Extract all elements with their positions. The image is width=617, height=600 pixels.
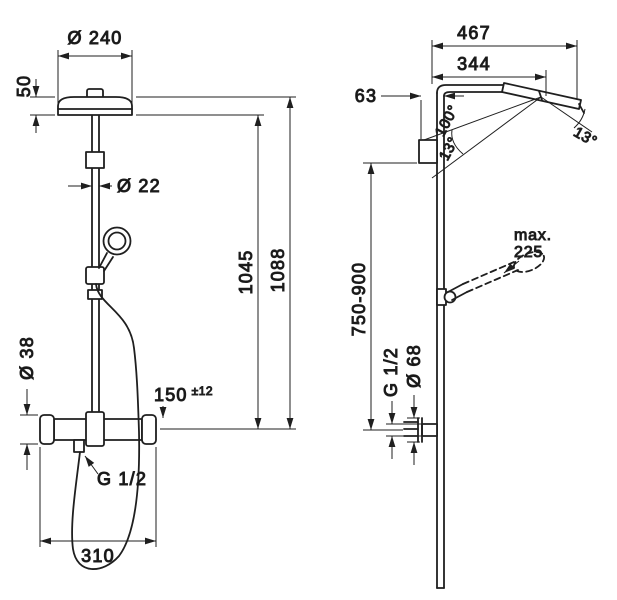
dim-handle-diameter: Ø 38 [17, 336, 38, 470]
dim-supply-spacing-label: 150±12 [154, 384, 213, 405]
dim-mounting-height: 750-900 [349, 162, 417, 431]
dim-top-offset-label: 63 [355, 86, 377, 106]
overhead-shower [57, 96, 133, 116]
dim-reach-arm: 344 [432, 54, 547, 96]
head-pivot-joint [538, 90, 543, 101]
dim-pipe-diameter: Ø 22 [68, 176, 161, 197]
dim-hose-thread-label: G 1/2 [97, 469, 147, 489]
dim-supply-thread: G 1/2 [381, 346, 424, 459]
pipe-joint [85, 151, 105, 169]
front-view: Ø 240 50 Ø 22 1045 1088 [14, 28, 296, 570]
supply-connector [421, 423, 438, 437]
valve-right-handle [141, 414, 157, 445]
dim-max-label: max. [514, 227, 552, 244]
hand-shower [102, 226, 132, 256]
valve-center-block [85, 411, 105, 447]
side-view: 467 344 63 100° 13° 13° max. 225 [349, 23, 600, 589]
dim-head-diameter-label: Ø 240 [67, 28, 122, 48]
dim-max-value: 225 [514, 244, 543, 261]
wall-bracket [418, 139, 438, 164]
dim-reach-total-label: 467 [457, 23, 491, 43]
dim-supply-thread-label: G 1/2 [381, 347, 401, 397]
front-shower-column [39, 88, 157, 570]
dim-height-total-label: 1088 [268, 248, 288, 293]
dim-escutcheon-diameter-label: Ø 68 [404, 344, 424, 388]
dim-handle-diameter-label: Ø 38 [17, 336, 37, 380]
dim-valve-width-label: 310 [81, 546, 115, 566]
rail-collar [87, 289, 103, 300]
dim-hose-thread: G 1/2 [84, 455, 147, 490]
dim-valve-width: 310 [39, 447, 157, 567]
shower-hose [71, 283, 141, 570]
slider-holder [85, 266, 105, 285]
dim-max-reach: max. 225 [503, 227, 552, 274]
dim-height-to-head-label: 1045 [236, 250, 256, 295]
angle-annotations: 100° 13° 13° [423, 96, 600, 179]
dim-reach-arm-label: 344 [457, 54, 491, 74]
dim-pipe-diameter-label: Ø 22 [117, 176, 161, 196]
dim-escutcheon-diameter: Ø 68 [404, 344, 425, 465]
dim-head-diameter: Ø 240 [57, 28, 133, 103]
dim-reach-total: 467 [431, 23, 578, 99]
angle-tilt-back-label: 13° [436, 134, 462, 163]
shower-arm [436, 84, 511, 94]
dim-supply-spacing: 150±12 [154, 384, 213, 418]
holder-pivot [443, 290, 457, 304]
dim-mounting-height-label: 750-900 [349, 262, 369, 336]
valve-left-handle [39, 414, 55, 445]
dim-head-height-label: 50 [14, 75, 34, 97]
dim-heights: 1045 1088 [136, 96, 296, 430]
hose-connection-stub [73, 439, 85, 453]
dim-top-offset: 63 [354, 86, 464, 139]
hand-shower-handle [98, 252, 108, 269]
side-shower-column [403, 82, 585, 589]
dim-head-height: 50 [14, 74, 55, 133]
